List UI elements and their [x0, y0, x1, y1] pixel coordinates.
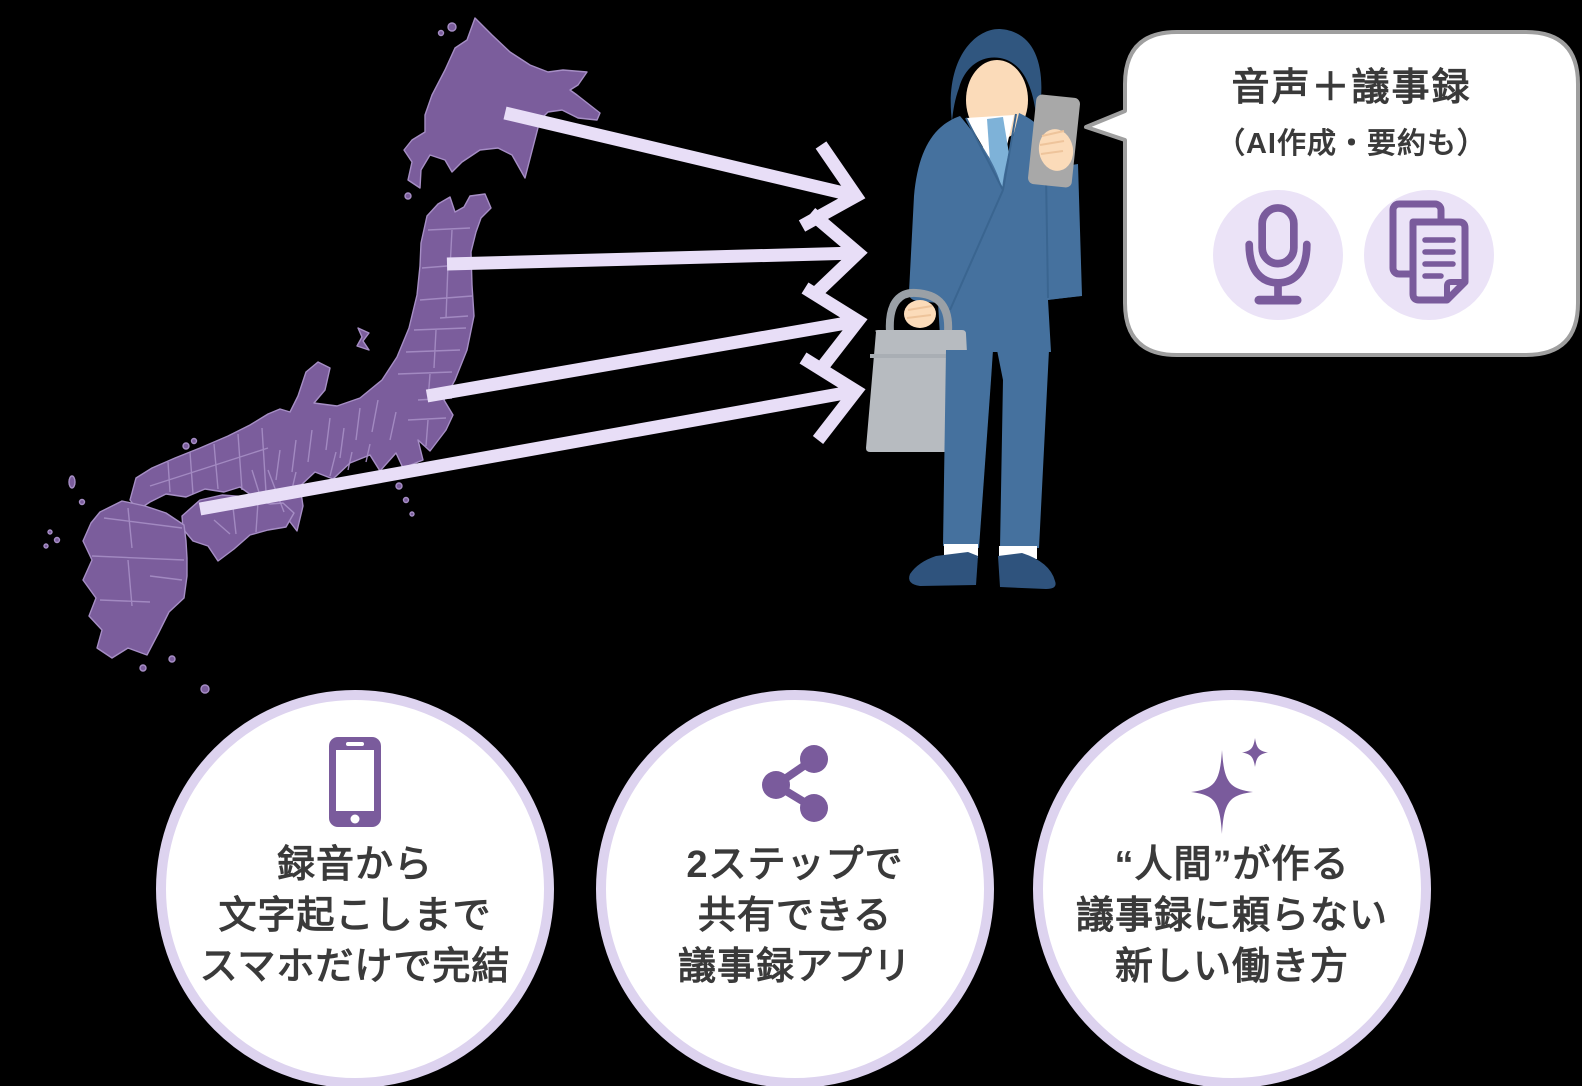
feature-circle-ai-workstyle: “人間”が作る 議事録に頼らない 新しい働き方	[1033, 690, 1431, 1086]
right-hand-fingers	[906, 305, 933, 319]
map-honshu	[129, 193, 492, 532]
feature-text: 2ステップで 共有できる 議事録アプリ	[606, 840, 984, 993]
microphone-icon	[1245, 204, 1311, 305]
feature-line: 議事録アプリ	[677, 946, 912, 988]
arrow-1	[503, 106, 866, 232]
bag-handle	[885, 288, 953, 333]
left-leg	[943, 350, 993, 548]
feature-line: 共有できる	[697, 895, 893, 937]
documents-icon	[1389, 200, 1469, 304]
bubble-title: 音声＋議事録	[1231, 67, 1472, 109]
arrows-from-map	[198, 106, 868, 516]
sparkles-icon	[1043, 736, 1421, 838]
feature-text: “人間”が作る 議事録に頼らない 新しい働き方	[1043, 840, 1421, 993]
smartphone-icon	[166, 736, 544, 828]
feature-line: 2ステップで	[686, 844, 904, 886]
right-leg	[997, 350, 1049, 548]
right-shoe	[998, 553, 1056, 589]
businessman-illustration	[866, 28, 1082, 589]
arrow-2	[446, 208, 868, 301]
feature-line: 録音から	[276, 844, 433, 886]
feature-line: 議事録に頼らない	[1075, 895, 1388, 937]
feature-line: “人間”が作る	[1114, 844, 1350, 886]
map-hokkaido	[403, 17, 601, 189]
feature-line: 文字起こしまで	[218, 895, 492, 937]
feature-circle-sharing: 2ステップで 共有できる 議事録アプリ	[596, 690, 994, 1086]
minutes-icon-chip	[1364, 190, 1494, 320]
hair	[950, 28, 1042, 122]
left-hand	[1038, 129, 1074, 171]
feature-text: 録音から 文字起こしまで スマホだけで完結	[166, 840, 544, 993]
map-prefecture-borders	[91, 227, 473, 607]
feature-line: スマホだけで完結	[199, 946, 511, 988]
bubble-subtitle: （AI作成・要約も）	[1215, 128, 1487, 160]
jacket-seams	[949, 113, 1049, 311]
audio-icon-chip	[1213, 190, 1343, 320]
right-hand	[904, 300, 936, 328]
map-kyushu	[82, 500, 188, 659]
map-small-islands	[43, 22, 457, 694]
arrow-3	[425, 282, 868, 403]
share-icon	[606, 744, 984, 822]
left-hand-fingers	[1039, 130, 1065, 155]
feature-circle-recording: 録音から 文字起こしまで スマホだけで完結	[156, 690, 554, 1086]
suit-forearm	[1040, 164, 1082, 300]
left-shoe	[909, 552, 978, 586]
japan-map	[43, 17, 601, 694]
feature-line: 新しい働き方	[1114, 946, 1349, 988]
arrow-4	[198, 352, 866, 516]
